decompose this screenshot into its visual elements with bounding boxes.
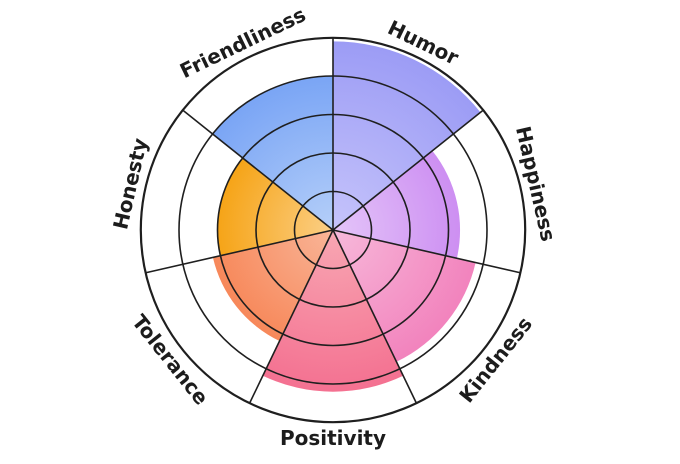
wedge-honesty bbox=[217, 157, 333, 256]
spoke bbox=[182, 109, 334, 231]
category-label-positivity: Positivity bbox=[280, 426, 386, 450]
category-label-tolerance: Tolerance bbox=[127, 310, 213, 410]
wedge-friendliness bbox=[212, 76, 333, 230]
wedge-kindness bbox=[333, 230, 476, 362]
spoke bbox=[332, 229, 418, 404]
wedge-positivity bbox=[262, 230, 404, 392]
spoke bbox=[332, 109, 484, 231]
wedge-tolerance bbox=[212, 230, 333, 341]
grid-layer bbox=[139, 36, 527, 424]
spoke bbox=[145, 229, 334, 274]
wedge-layer bbox=[212, 41, 481, 392]
spoke bbox=[332, 229, 521, 274]
category-label-kindness: Kindness bbox=[454, 312, 537, 407]
spoke bbox=[248, 229, 334, 404]
wedge-happiness bbox=[333, 150, 461, 259]
wedge-humor bbox=[333, 41, 481, 230]
